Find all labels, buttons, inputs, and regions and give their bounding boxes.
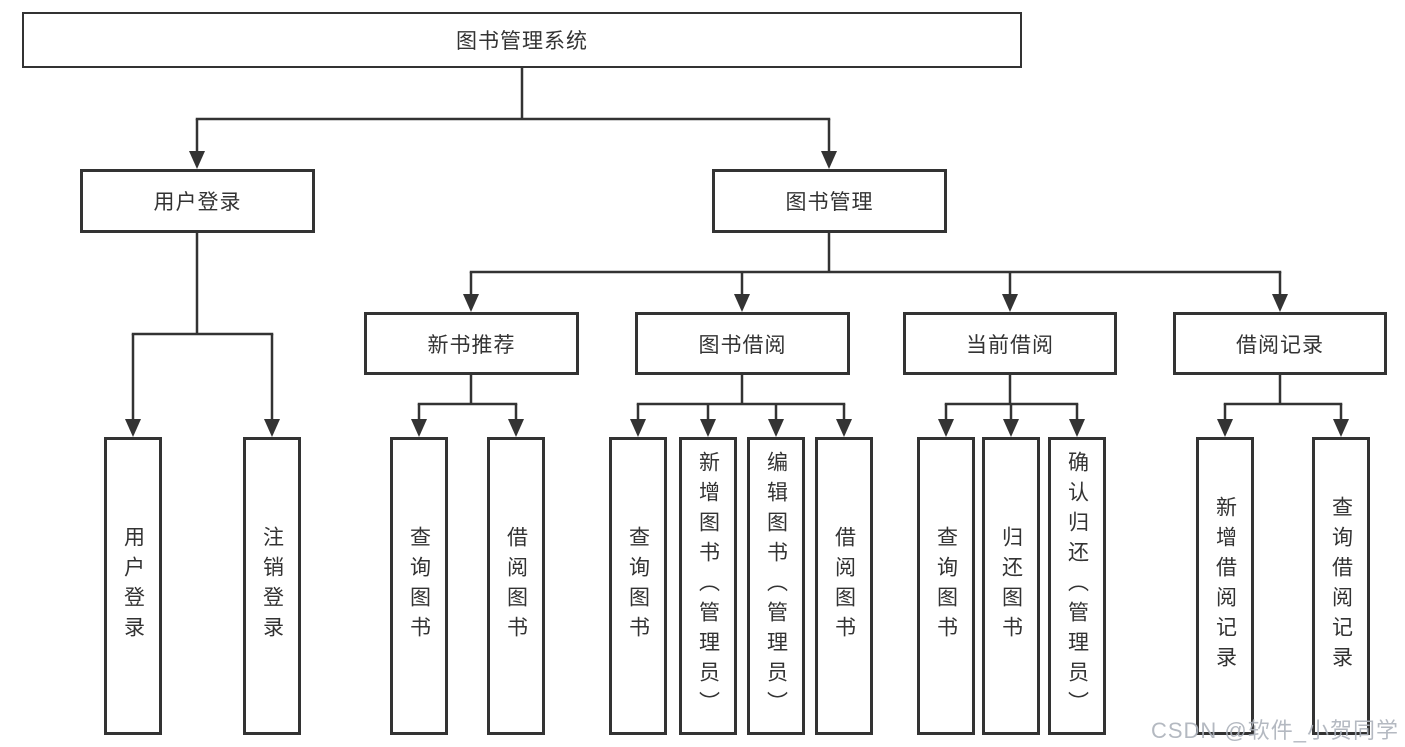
node-borrow-record: 借阅记录	[1173, 312, 1387, 375]
leaf-add-borrow-record: 新增借阅记录	[1196, 437, 1254, 735]
leaf-borrow-book-2-label: 借阅图书	[832, 526, 856, 646]
leaf-return-book: 归还图书	[982, 437, 1040, 735]
leaf-add-book-admin: 新增图书（管理员）	[679, 437, 737, 735]
leaf-add-borrow-record-label: 新增借阅记录	[1213, 496, 1237, 676]
connector-new-book-to-leaves	[411, 375, 524, 437]
leaf-user-login-label: 用户登录	[121, 526, 145, 646]
connector-book-borrow-to-leaves	[630, 375, 852, 437]
connector-borrow-record-to-leaves	[1217, 375, 1349, 437]
node-user-login: 用户登录	[80, 169, 315, 233]
leaf-edit-book-admin-label: 编辑图书（管理员）	[764, 451, 788, 721]
leaf-user-login: 用户登录	[104, 437, 162, 735]
leaf-query-book-3-label: 查询图书	[934, 526, 958, 646]
leaf-logout-label: 注销登录	[260, 526, 284, 646]
leaf-borrow-book-1: 借阅图书	[487, 437, 545, 735]
node-new-book-recommend: 新书推荐	[364, 312, 579, 375]
node-borrow-record-label: 借阅记录	[1236, 333, 1324, 357]
leaf-query-book-2: 查询图书	[609, 437, 667, 735]
leaf-confirm-return-admin: 确认归还（管理员）	[1048, 437, 1106, 735]
leaf-query-borrow-record-label: 查询借阅记录	[1329, 496, 1353, 676]
leaf-add-book-admin-label: 新增图书（管理员）	[696, 451, 720, 721]
node-book-borrow-label: 图书借阅	[698, 333, 787, 357]
leaf-query-book-1: 查询图书	[390, 437, 448, 735]
leaf-confirm-return-admin-label: 确认归还（管理员）	[1065, 451, 1089, 721]
node-root-system-label: 图书管理系统	[456, 30, 588, 53]
leaf-borrow-book-2: 借阅图书	[815, 437, 873, 735]
connector-current-borrow-to-leaves	[938, 375, 1085, 437]
connector-root-to-level2	[189, 68, 837, 169]
leaf-query-book-2-label: 查询图书	[626, 526, 650, 646]
node-current-borrow: 当前借阅	[903, 312, 1117, 375]
leaf-logout: 注销登录	[243, 437, 301, 735]
connector-user-login-to-leaves	[125, 233, 280, 437]
leaf-edit-book-admin: 编辑图书（管理员）	[747, 437, 805, 735]
node-new-book-recommend-label: 新书推荐	[427, 333, 516, 357]
leaf-query-book-1-label: 查询图书	[407, 526, 431, 646]
leaf-query-book-3: 查询图书	[917, 437, 975, 735]
node-book-management-label: 图书管理	[785, 191, 874, 214]
node-book-management: 图书管理	[712, 169, 947, 233]
leaf-return-book-label: 归还图书	[999, 526, 1023, 646]
node-user-login-label: 用户登录	[153, 191, 242, 214]
node-book-borrow: 图书借阅	[635, 312, 850, 375]
leaf-borrow-book-1-label: 借阅图书	[504, 526, 528, 646]
connector-book-mgmt-to-level3	[463, 233, 1288, 312]
node-current-borrow-label: 当前借阅	[966, 333, 1054, 357]
leaf-query-borrow-record: 查询借阅记录	[1312, 437, 1370, 735]
node-root-system: 图书管理系统	[22, 12, 1022, 68]
